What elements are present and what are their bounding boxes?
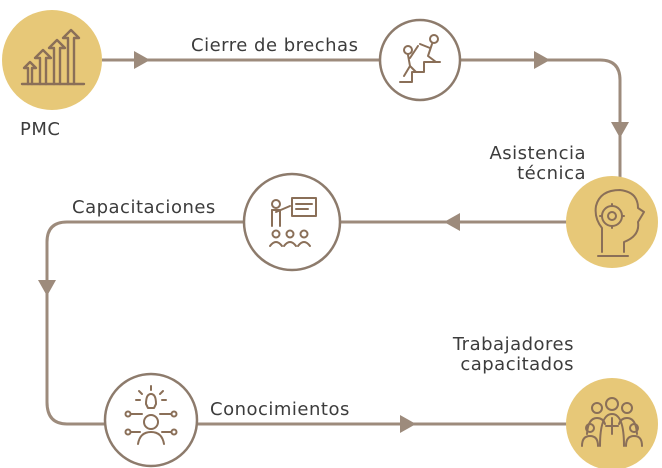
node-pmc [2,10,102,110]
group-of-people-icon [581,397,643,447]
node-cierre-circle [378,18,462,102]
node-asistencia-tecnica [566,176,658,268]
person-idea-network-icon [124,385,178,445]
flow-arrowheads [38,51,629,433]
label-asistencia-line1: Asistencia [489,143,586,164]
node-pmc-circle [2,10,102,110]
label-conocimientos: Conocimientos [210,399,350,420]
arrowhead-down-2 [38,280,56,296]
label-asistencia-tecnica: Asistencia técnica [474,144,586,184]
bar-chart-up-arrows-icon [20,28,86,86]
label-trabajadores-capacitados: Trabajadores capacitados [420,335,574,375]
arrowhead-right-2 [534,51,550,69]
node-trabajadores-capacitados [566,378,658,468]
node-capacitaciones-circle [242,172,342,272]
helping-hand-climb-icon [399,34,441,83]
node-conocimientos-circle [103,372,199,468]
node-cierre-de-brechas [378,18,462,102]
head-gear-wrench-icon [594,189,645,257]
arrowhead-left-1 [444,213,460,231]
arrowhead-right-1 [134,51,150,69]
node-capacitaciones [242,172,342,272]
label-pmc: PMC [20,119,61,140]
node-conocimientos [103,372,199,468]
label-cierre-de-brechas: Cierre de brechas [191,35,359,56]
label-trabajadores-line1: Trabajadores [452,334,574,355]
label-capacitaciones: Capacitaciones [72,197,216,218]
label-asistencia-line2: técnica [517,163,586,184]
connector-capacitaciones-to-conocimientos [45,220,244,426]
arrowhead-down-1 [611,122,629,138]
arrowhead-right-3 [400,415,416,433]
presentation-audience-icon [269,197,317,247]
label-trabajadores-line2: capacitados [460,354,574,375]
connector-cierre-to-asistencia [460,58,622,190]
